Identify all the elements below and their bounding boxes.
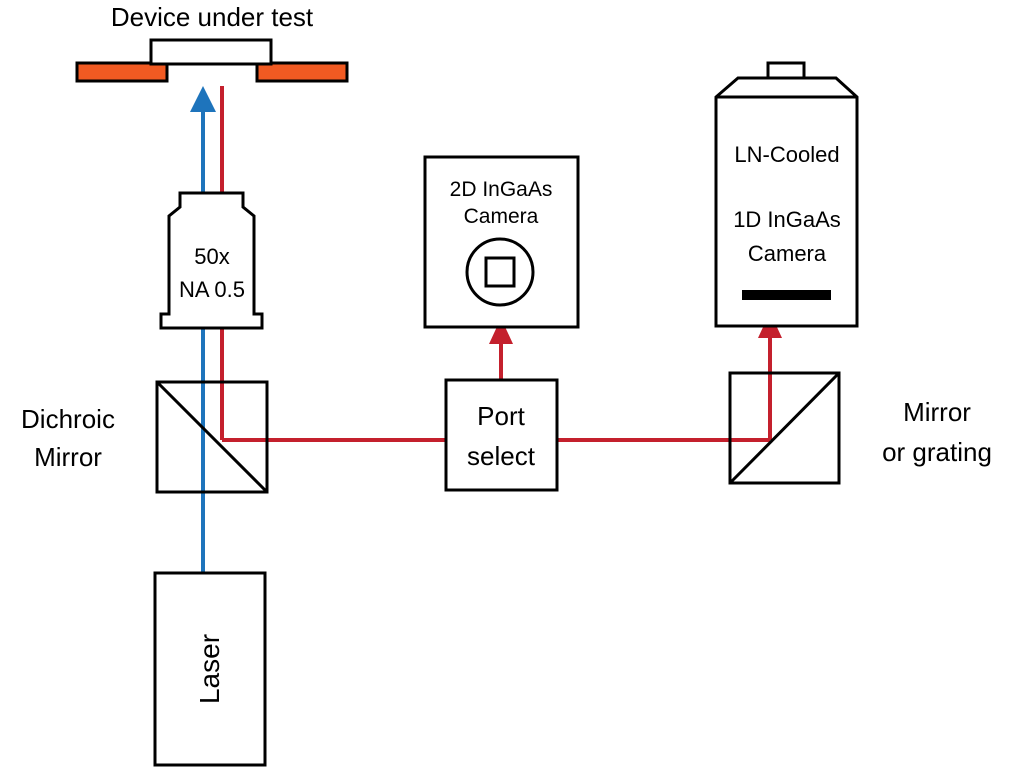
camera-2d-label-line2: Camera [464, 205, 539, 228]
sample-stage-left [75, 61, 169, 83]
laser-label: Laser [194, 634, 225, 704]
camera-2d-label-line1: 2D InGaAs [450, 178, 553, 201]
port-select-label-line1: Port [477, 401, 525, 431]
port-select-label-line2: select [467, 441, 536, 471]
mirror-or-grating [728, 371, 841, 485]
camera-2d-sensor-icon [484, 256, 516, 288]
device-chip [149, 38, 273, 66]
laser-box [153, 571, 267, 767]
dichroic-mirror [155, 380, 269, 494]
camera-1d-label-line3: Camera [748, 241, 827, 266]
camera-1d-line-sensor-icon [742, 290, 831, 300]
sample-stage-right [255, 61, 349, 83]
laser-beam-arrow [190, 86, 216, 112]
dichroic-label-line2: Mirror [34, 442, 102, 472]
signal-arrow-2d-camera [489, 318, 513, 344]
device-under-test [75, 38, 349, 83]
camera-1d-label-line1: LN-Cooled [734, 142, 839, 167]
objective-lens [159, 191, 264, 330]
camera-2d-box [423, 155, 580, 329]
port-select-box [444, 378, 559, 492]
objective-magnification-label: 50x [194, 244, 229, 269]
dichroic-label-line1: Dichroic [21, 404, 115, 434]
objective-na-label: NA 0.5 [179, 277, 245, 302]
camera-1d-label-line2: 1D InGaAs [733, 207, 841, 232]
mirror-label-line1: Mirror [903, 397, 971, 427]
camera-2d-lens-icon [465, 237, 535, 307]
mirror-label-line2: or grating [882, 437, 992, 467]
camera-1d-body [714, 76, 859, 328]
camera-1d [714, 61, 859, 328]
device-under-test-label: Device under test [111, 2, 314, 32]
camera-1d-cap [766, 61, 806, 80]
